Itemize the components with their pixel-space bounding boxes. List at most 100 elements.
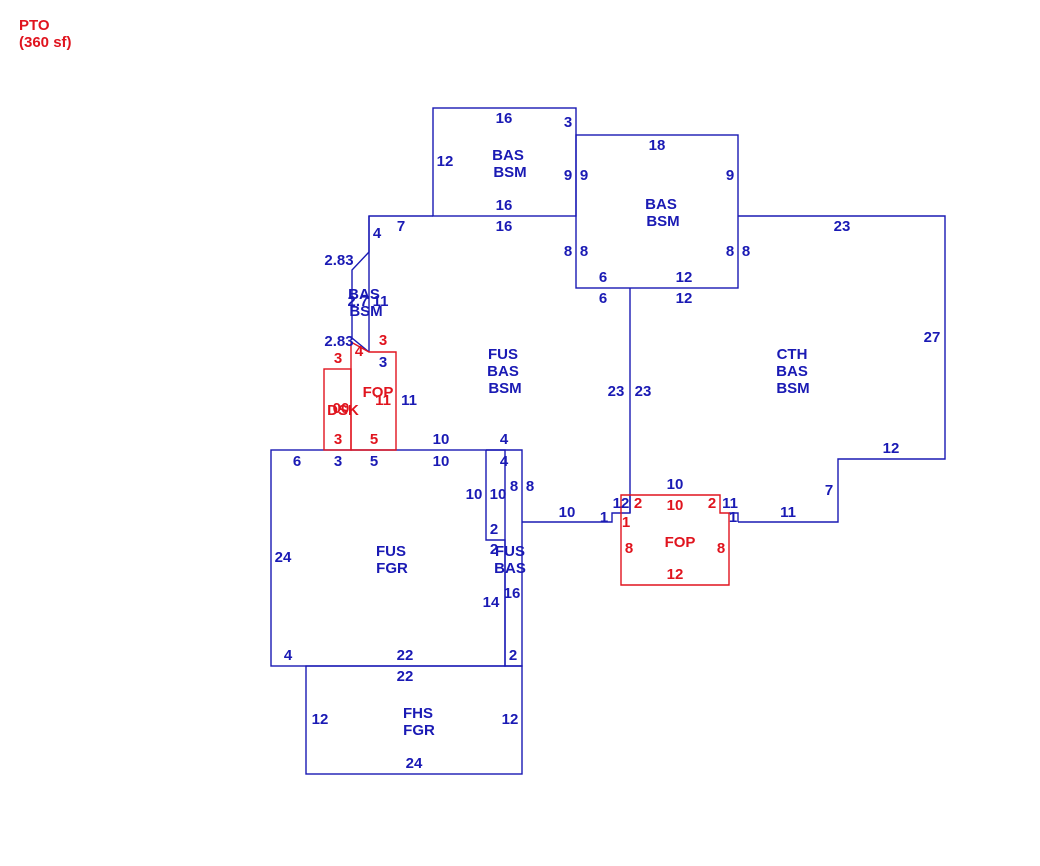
dim-label: 6 bbox=[293, 453, 301, 470]
dim-label: 16 bbox=[504, 585, 521, 602]
fus-main-label-1: FUS bbox=[488, 346, 518, 363]
dim-label: 6 bbox=[599, 290, 607, 307]
cth-label-1: CTH bbox=[777, 346, 808, 363]
dim-label: 2 bbox=[509, 647, 517, 664]
dsk-label: DSK bbox=[327, 402, 359, 419]
cth-notch bbox=[729, 512, 739, 522]
dim-label: 3 bbox=[334, 453, 342, 470]
dim-label: 12 bbox=[437, 153, 454, 170]
dim-label: 1 bbox=[729, 509, 737, 526]
dim-label: 2.83 bbox=[324, 333, 353, 350]
fhs-fgr-label-1: FHS bbox=[403, 705, 433, 722]
dim-label: 8 bbox=[726, 243, 734, 260]
dim-label: 12 bbox=[883, 440, 900, 457]
dim-label: 10 bbox=[433, 453, 450, 470]
bas-right-outline bbox=[575, 134, 739, 289]
dim-label: 22 bbox=[397, 668, 414, 685]
dim-label: 10 bbox=[667, 497, 684, 514]
dim-label: 16 bbox=[496, 218, 513, 235]
fus-fgr-label-2: FGR bbox=[376, 560, 408, 577]
dim-label: 3 bbox=[379, 332, 387, 349]
fus-main-label-2: BAS bbox=[487, 363, 519, 380]
bas-right-label-1: BAS bbox=[645, 196, 677, 213]
dim-label: 9 bbox=[580, 167, 588, 184]
dim-label: 22 bbox=[397, 647, 414, 664]
dim-label: 10 bbox=[433, 431, 450, 448]
dim-label: 12 bbox=[613, 495, 630, 512]
fop-left-outline bbox=[350, 341, 397, 451]
dim-label: 18 bbox=[649, 137, 666, 154]
fhs-fgr-outline bbox=[305, 665, 523, 775]
dim-label: 11 bbox=[780, 504, 796, 521]
red-dimensions: 3 4 3 11 3 5 2 10 2 1 8 8 12 bbox=[334, 332, 725, 583]
cth-label-2: BAS bbox=[776, 363, 808, 380]
dim-label: 8 bbox=[625, 540, 633, 557]
fus-outline-bottom bbox=[522, 495, 631, 523]
dim-label: 2.83 bbox=[324, 252, 353, 269]
dim-label: 2.7 11 bbox=[348, 293, 389, 310]
dim-label: 12 bbox=[676, 290, 693, 307]
fus-main-label-3: BSM bbox=[488, 380, 521, 397]
dim-label: 8 bbox=[526, 478, 534, 495]
dim-label: 1 bbox=[600, 509, 608, 526]
dim-label: 7 bbox=[825, 482, 833, 499]
cth-outline bbox=[738, 215, 946, 523]
bas-small-label-2: BSM bbox=[349, 303, 382, 320]
dim-label: 27 bbox=[924, 329, 941, 346]
dim-label: 9 bbox=[726, 167, 734, 184]
dim-label: 4 bbox=[500, 453, 509, 470]
dim-label: 23 bbox=[608, 383, 625, 400]
red-outlines bbox=[323, 341, 730, 586]
dim-label: 1 bbox=[622, 514, 630, 531]
fop-right-outline bbox=[620, 494, 730, 586]
dim-label: 11 bbox=[375, 392, 391, 409]
dim-label: 6 bbox=[599, 269, 607, 286]
fop-left-label: FOP bbox=[363, 384, 394, 401]
fus-fgr-label-1: FUS bbox=[376, 543, 406, 560]
bas-small-label-1: BAS bbox=[348, 286, 380, 303]
dim-label: 3 bbox=[334, 431, 342, 448]
fus-outline-top bbox=[351, 215, 433, 353]
area-note-code: PTO bbox=[19, 17, 50, 34]
dim-label: 2 bbox=[634, 495, 642, 512]
dim-label: 8 bbox=[742, 243, 750, 260]
dim-label: 16 bbox=[496, 110, 513, 127]
dim-label: 23 bbox=[635, 383, 652, 400]
dim-label: 2 bbox=[490, 521, 498, 538]
dsk-overlap-label: 00 bbox=[333, 400, 350, 417]
cth-label-3: BSM bbox=[776, 380, 809, 397]
dim-label: 23 bbox=[834, 218, 851, 235]
bas-right-label-2: BSM bbox=[646, 213, 679, 230]
dim-label: 2 bbox=[708, 495, 716, 512]
dim-label: 11 bbox=[722, 495, 738, 512]
dim-label: 9 bbox=[564, 167, 572, 184]
dim-label: 24 bbox=[406, 755, 423, 772]
dim-label: 12 bbox=[676, 269, 693, 286]
dim-label: 3 bbox=[564, 114, 572, 131]
dim-label: 12 bbox=[667, 566, 684, 583]
dim-label: 10 bbox=[466, 486, 483, 503]
fop-right-label: FOP bbox=[665, 534, 696, 551]
dim-label: 4 bbox=[373, 225, 382, 242]
dim-label: 11 bbox=[401, 392, 417, 409]
dim-label: 5 bbox=[370, 431, 378, 448]
dim-label: 14 bbox=[483, 594, 500, 611]
dim-label: 3 bbox=[379, 354, 387, 371]
area-note-size: (360 sf) bbox=[19, 34, 72, 51]
dim-label: 2 bbox=[490, 541, 498, 558]
dim-label: 8 bbox=[717, 540, 725, 557]
dim-label: 4 bbox=[355, 343, 364, 360]
fhs-fgr-label-2: FGR bbox=[403, 722, 435, 739]
area-note: PTO (360 sf) bbox=[19, 17, 72, 51]
dim-label: 12 bbox=[502, 711, 519, 728]
fus-bas-label-1: FUS bbox=[495, 543, 525, 560]
dim-label: 3 bbox=[334, 350, 342, 367]
bas-top-label-1: BAS bbox=[492, 147, 524, 164]
dim-label: 4 bbox=[500, 431, 509, 448]
dim-label: 10 bbox=[667, 476, 684, 493]
dim-label: 10 bbox=[490, 486, 507, 503]
dim-label: 8 bbox=[510, 478, 518, 495]
dim-label: 5 bbox=[370, 453, 378, 470]
dim-label: 8 bbox=[564, 243, 572, 260]
